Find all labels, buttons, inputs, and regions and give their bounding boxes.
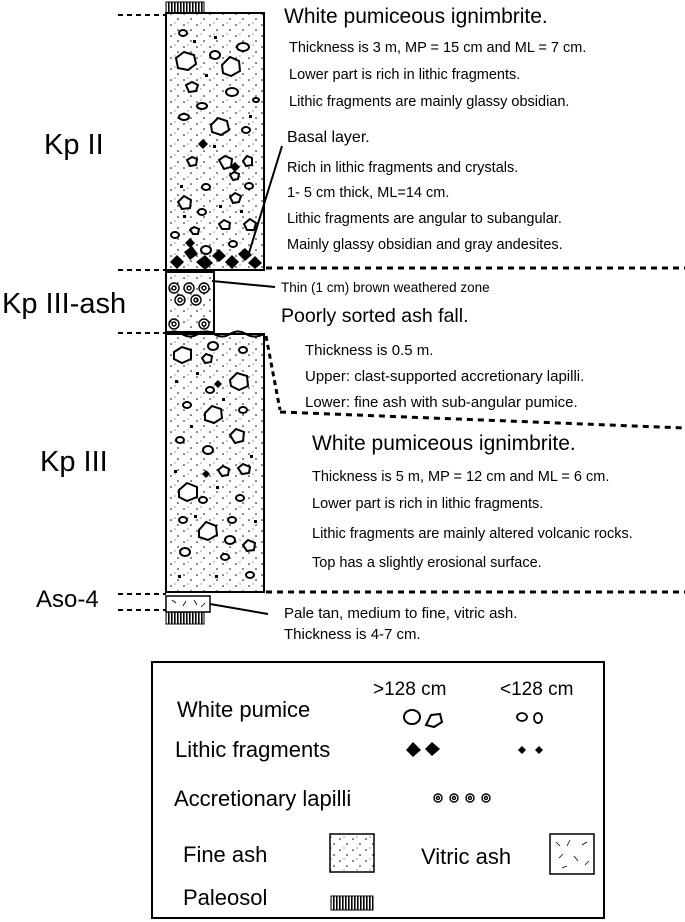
kp2-ignimbrite-line: Lithic fragments are mainly glassy obsid… xyxy=(289,94,570,110)
kp2-ignimbrite-line: Thickness is 3 m, MP = 15 cm and ML = 7 … xyxy=(289,40,587,56)
legend-accretionary-label: Accretionary lapilli xyxy=(174,786,352,811)
kp2-ignimbrite-line: Lower part is rich in lithic fragments. xyxy=(289,67,521,83)
unit-label-kp3: Kp III xyxy=(40,446,108,478)
ashfall-title: Poorly sorted ash fall. xyxy=(281,305,469,327)
basal-layer-line: Mainly glassy obsidian and gray andesite… xyxy=(287,237,563,253)
kp3-pumice-clasts xyxy=(173,341,257,579)
ashfall-line: Thickness is 0.5 m. xyxy=(305,342,434,359)
unit-label-aso4: Aso-4 xyxy=(36,586,99,613)
aso4-vitric-ash-layer xyxy=(165,595,211,613)
aso4-line: Thickness is 4-7 cm. xyxy=(284,626,421,643)
unit-label-kp3-ash: Kp III-ash xyxy=(2,288,127,320)
legend-vitric-ash-label: Vitric ash xyxy=(421,844,512,869)
legend-white-pumice-label: White pumice xyxy=(177,697,311,722)
basal-layer-line: 1- 5 cm thick, ML=14 cm. xyxy=(287,185,450,201)
erosional-surface xyxy=(165,330,265,338)
kp3-ignimbrite-line: Lower part is rich in lithic fragments. xyxy=(312,496,544,512)
legend-white-pumice-large-icon xyxy=(403,709,444,729)
legend-col-large-label: >128 cm xyxy=(373,679,447,700)
legend-vitric-ash-swatch xyxy=(549,833,595,875)
paleosol-top xyxy=(165,1,205,14)
kp3-ignimbrite-line: Top has a slightly erosional surface. xyxy=(312,555,542,571)
leader-lines xyxy=(209,145,283,615)
weathered-zone-note: Thin (1 cm) brown weathered zone xyxy=(281,280,490,295)
unit-label-kp2: Kp II xyxy=(44,129,104,161)
legend-lithic-small-icon xyxy=(518,746,543,754)
kp3-ignimbrite-title: White pumiceous ignimbrite. xyxy=(312,432,576,455)
aso4-line: Pale tan, medium to fine, vitric ash. xyxy=(284,605,518,622)
legend-fine-ash-swatch xyxy=(329,833,375,873)
legend-lithic-large-icon xyxy=(406,742,440,757)
accretionary-lapilli-symbols xyxy=(168,282,210,330)
kp2-lithic-fragments xyxy=(180,36,258,248)
legend-paleosol-swatch xyxy=(330,895,374,911)
kp3-ash-layer xyxy=(165,271,215,333)
legend-lithic-label: Lithic fragments xyxy=(175,737,331,762)
basal-layer-line: Rich in lithic fragments and crystals. xyxy=(287,160,519,176)
legend-fine-ash-label: Fine ash xyxy=(183,842,268,867)
legend-col-small-label: <128 cm xyxy=(500,679,574,700)
boundary-lines xyxy=(118,14,685,611)
legend-white-pumice-small-icon xyxy=(516,712,543,724)
legend-box xyxy=(151,661,605,919)
kp3-lithic-fragments xyxy=(174,372,257,578)
ashfall-line: Upper: clast-supported accretionary lapi… xyxy=(305,368,585,385)
ashfall-line: Lower: fine ash with sub-angular pumice. xyxy=(305,394,578,411)
kp2-ignimbrite-title: White pumiceous ignimbrite. xyxy=(284,5,548,28)
legend-paleosol-label: Paleosol xyxy=(183,885,268,910)
legend-accretionary-lapilli-icon xyxy=(433,793,491,803)
paleosol-bottom xyxy=(165,611,205,625)
kp2-pumice-clasts xyxy=(170,29,260,255)
kp3-ignimbrite-line: Lithic fragments are mainly altered volc… xyxy=(312,526,633,542)
kp3-ignimbrite-line: Thickness is 5 m, MP = 12 cm and ML = 6 … xyxy=(312,469,610,485)
basal-layer-lithics xyxy=(170,246,262,270)
basal-layer-line: Lithic fragments are angular to subangul… xyxy=(287,211,562,227)
basal-layer-title: Basal layer. xyxy=(287,129,370,146)
